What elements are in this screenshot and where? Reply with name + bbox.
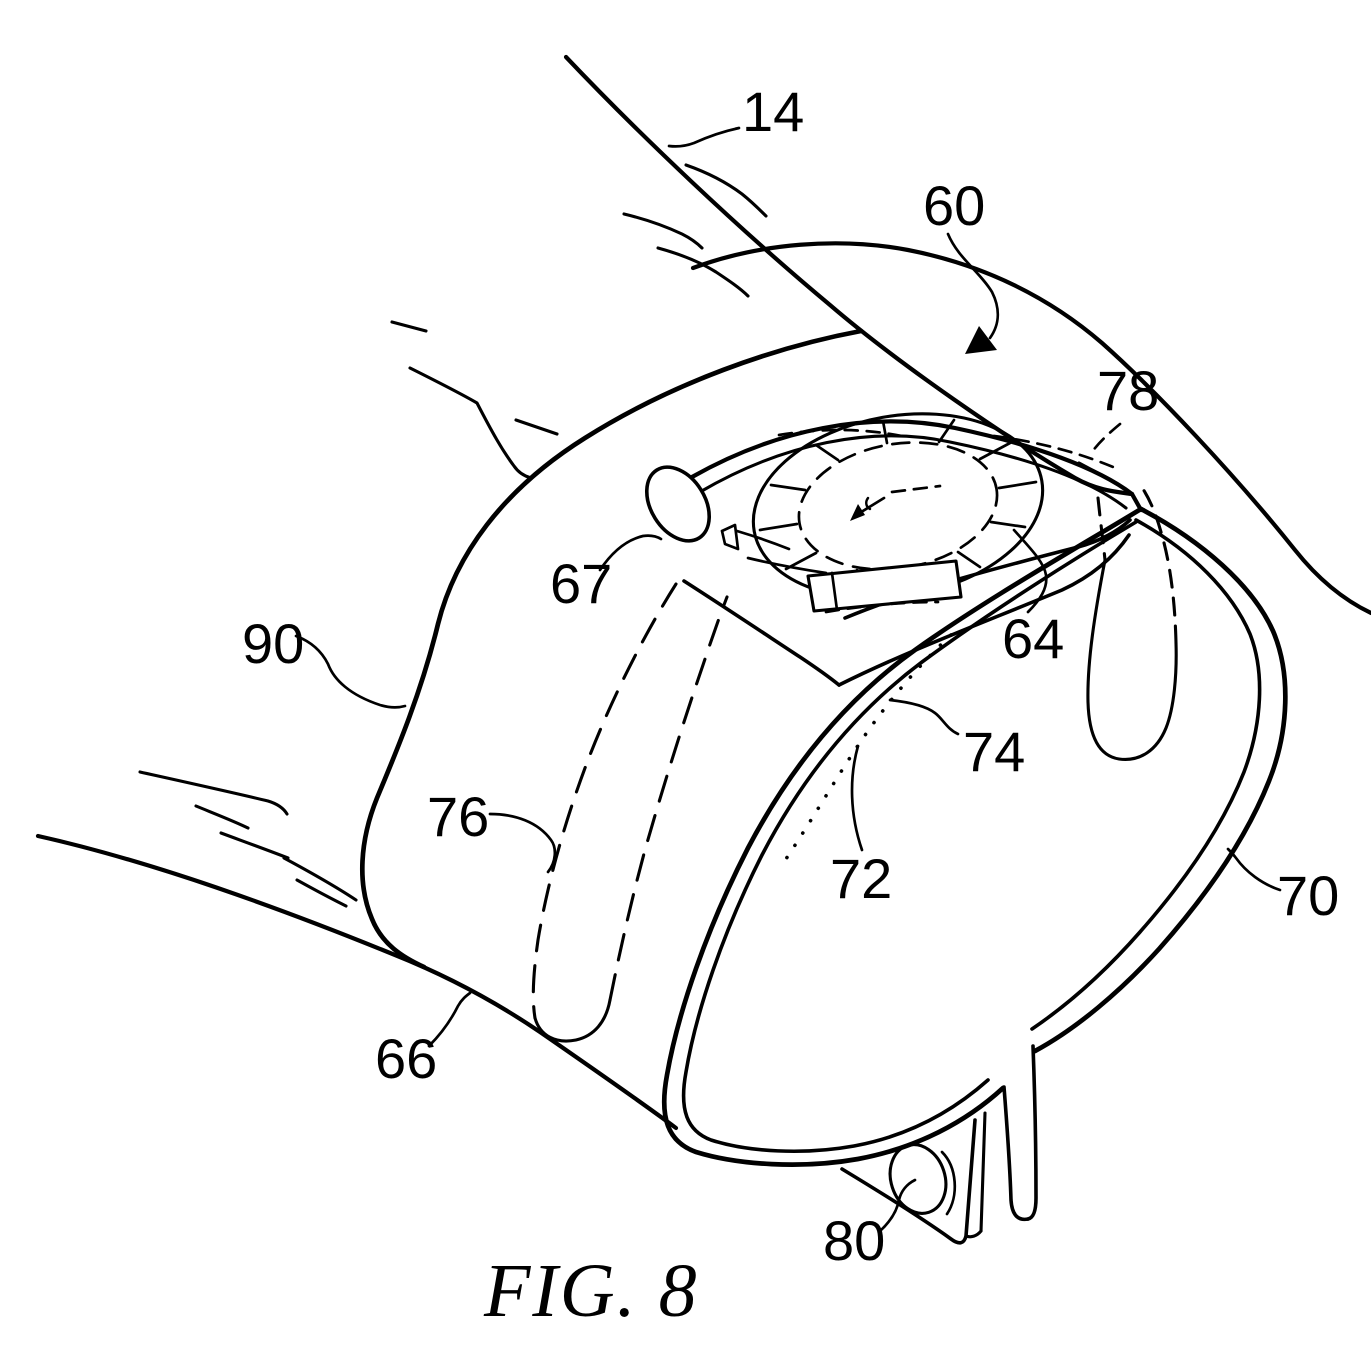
- hair-line: [390, 320, 428, 333]
- plate-outline: [840, 1118, 977, 1245]
- ref-label-64: 64: [1002, 607, 1064, 670]
- ring-left-outer: [661, 506, 1144, 1167]
- ref-label-90: 90: [242, 612, 304, 675]
- hair-line: [194, 804, 250, 830]
- ring-right-outer: [1032, 506, 1288, 1054]
- lug-connector-upper: [735, 529, 791, 551]
- leader-72: [850, 744, 864, 852]
- strap-tail-dashed-right: [1141, 487, 1178, 645]
- strap-loop-left-dashed: [531, 582, 678, 1020]
- plate-bottom-edge: [964, 1229, 983, 1239]
- hair-line: [684, 163, 768, 218]
- retention-bar-cap: [830, 571, 839, 612]
- hidden-strap-loop-76: [531, 582, 729, 1043]
- leader-90: [294, 634, 407, 709]
- hair-line: [622, 212, 704, 250]
- ref-label-72: 72: [830, 847, 892, 910]
- opening-ring-70: [661, 506, 1288, 1222]
- watch-inner-dial-dashed: [797, 441, 999, 571]
- band-top-rim-inner: [698, 434, 1128, 510]
- hair-line: [656, 246, 750, 298]
- leader-lines: [294, 126, 1282, 1234]
- ring-left-inner: [681, 520, 1138, 1154]
- band-end-edge-78: [1077, 461, 1133, 495]
- port-hole-67: [644, 465, 712, 543]
- ring-tail-left-edge: [1002, 1085, 1030, 1222]
- strap-loop-right-dashed: [608, 595, 729, 1002]
- watch-retention-bar: [806, 559, 963, 613]
- ref-label-60: 60: [923, 174, 985, 237]
- leader-60: [946, 232, 1000, 340]
- strap-tail-dashed-left: [1096, 496, 1107, 562]
- ref-label-74: 74: [963, 720, 1025, 783]
- watch-assembly: [720, 412, 1045, 613]
- strap-loop-bottom: [533, 998, 612, 1043]
- plate-thickness-line: [979, 1111, 987, 1233]
- hair-line: [408, 366, 533, 480]
- forearm-lower-line: [35, 833, 679, 1131]
- cuff-left-silhouette: [359, 328, 864, 970]
- leader-80: [877, 1178, 917, 1234]
- figure-caption: FIG. 8: [483, 1249, 699, 1333]
- strap-tail-loop: [1086, 487, 1178, 761]
- skin-hair-squiggles: [138, 163, 768, 908]
- ref-label-76: 76: [427, 785, 489, 848]
- strap-dash-top-right: [992, 434, 1122, 472]
- hand-back-line: [690, 241, 1371, 616]
- strap-tail-solid: [1086, 558, 1178, 761]
- forearm-upper-line: [563, 54, 1135, 497]
- watch-center-mark: [865, 496, 872, 511]
- fastener-plate: [840, 1111, 987, 1245]
- ring-right-inner: [1030, 518, 1262, 1031]
- reference-numerals: 14 60 78 67 64 90 74 76 72 70 66 80: [242, 80, 1339, 1272]
- hair-line: [514, 418, 559, 436]
- ring-tail-right-edge: [1026, 1044, 1038, 1221]
- ref-label-78: 78: [1097, 359, 1159, 422]
- hair-line: [138, 770, 289, 816]
- leader-60-arrowhead: [965, 326, 997, 354]
- plate-hole-thickness: [940, 1150, 957, 1216]
- leader-76: [488, 812, 557, 874]
- leader-14: [667, 126, 741, 148]
- leader-64: [1012, 528, 1048, 614]
- plate-hole-80: [888, 1143, 948, 1215]
- hair-line: [282, 856, 358, 902]
- ref-label-70: 70: [1277, 864, 1339, 927]
- ref-label-66: 66: [375, 1027, 437, 1090]
- hour-hand-arrowhead: [850, 504, 865, 521]
- ref-label-14: 14: [742, 80, 804, 143]
- left-lug: [720, 523, 740, 551]
- leader-78-dashed: [1088, 422, 1122, 457]
- band-top-rim-outer: [689, 419, 1135, 497]
- leader-67: [598, 534, 663, 572]
- watch-minute-hand: [890, 484, 942, 494]
- hair-line: [219, 831, 290, 860]
- lug-connector-lower: [746, 556, 828, 575]
- cutout-left-edge: [682, 579, 841, 687]
- watchband-right-lower: [837, 533, 1131, 687]
- leader-74: [888, 698, 960, 736]
- ref-label-80: 80: [823, 1209, 885, 1272]
- dotted-seam-72: [782, 633, 953, 864]
- leader-70: [1226, 847, 1282, 892]
- ref-label-67: 67: [550, 552, 612, 615]
- strap-dash-top-left: [777, 428, 908, 439]
- leader-66: [427, 991, 472, 1048]
- hair-line: [295, 878, 348, 908]
